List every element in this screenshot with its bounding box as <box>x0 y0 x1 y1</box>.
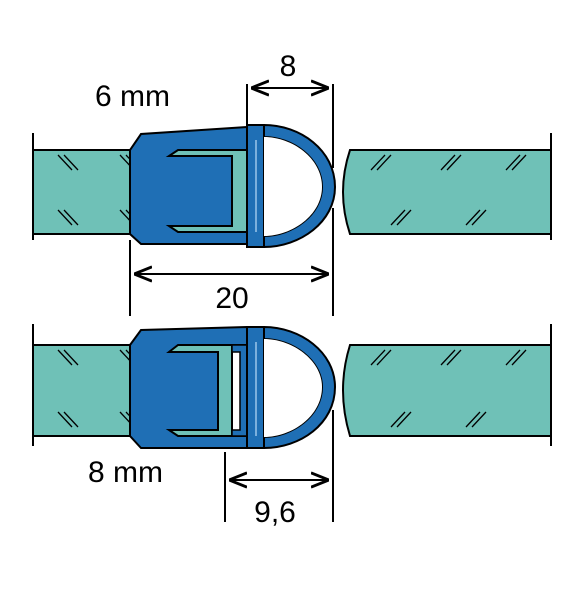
top-overall-width-dimension: 20 <box>129 208 334 316</box>
top-overall-width-label: 20 <box>215 282 248 315</box>
top-right-glass-pane <box>342 133 552 240</box>
top-profile: 8 20 6 mm <box>32 50 552 316</box>
top-glass-thickness-label: 6 mm <box>95 80 170 113</box>
bottom-bulb-width-label: 9,6 <box>254 496 296 529</box>
bottom-glass-thickness-label: 8 mm <box>88 456 163 489</box>
top-seal-profile <box>129 123 337 249</box>
bottom-right-glass-pane <box>342 324 552 446</box>
top-bulb-width-dimension: 8 <box>246 50 334 168</box>
bottom-bulb-width-dimension: 9,6 <box>224 410 334 529</box>
bottom-profile: 9,6 8 mm <box>32 324 552 529</box>
top-bulb-width-label: 8 <box>280 50 297 83</box>
bottom-seal-profile <box>129 325 337 450</box>
